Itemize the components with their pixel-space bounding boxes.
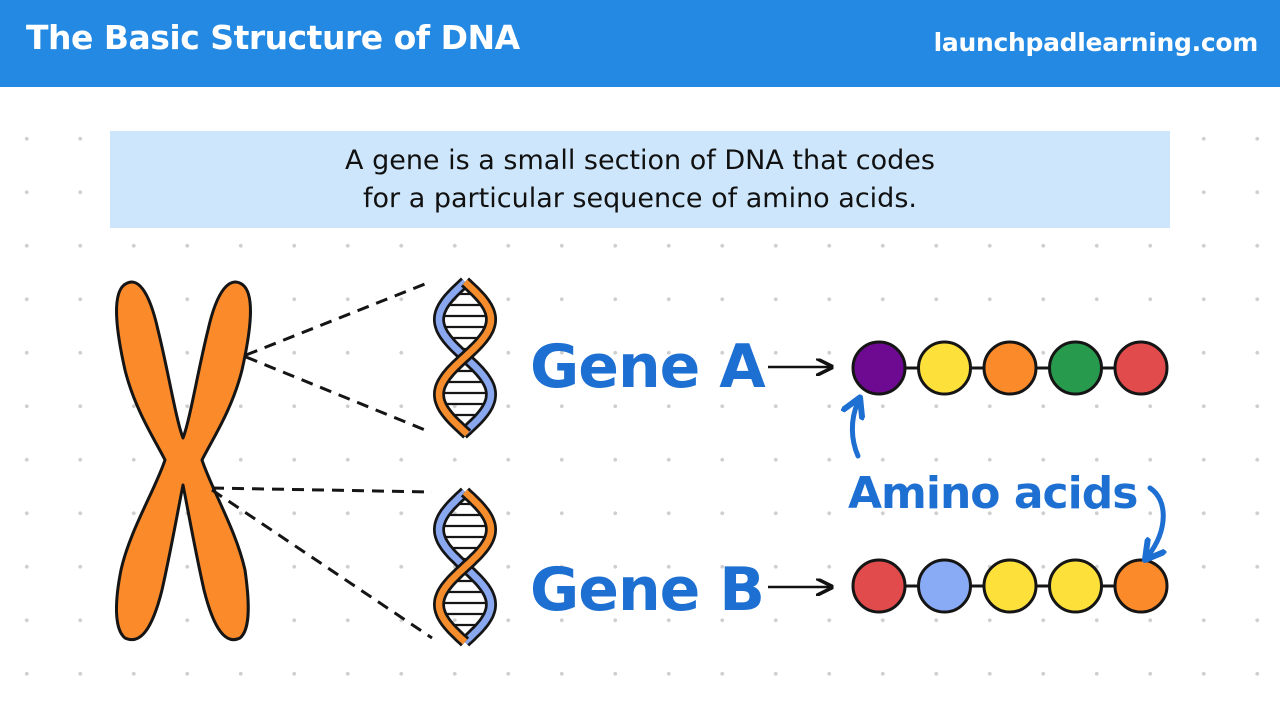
- amino-acid-bead: [1113, 340, 1169, 396]
- connector-line: [245, 280, 431, 357]
- dna-helix-b: [432, 487, 498, 647]
- amino-acids-label: Amino acids: [848, 468, 1137, 519]
- dna-helix-a: [432, 277, 498, 439]
- amino-acid-bead: [1113, 558, 1169, 614]
- page-title: The Basic Structure of DNA: [26, 18, 520, 57]
- curved-arrow-up: [852, 402, 858, 459]
- amino-acid-chain-b: [851, 558, 1169, 614]
- site-url: launchpadlearning.com: [933, 28, 1259, 57]
- caption-box: A gene is a small section of DNA that co…: [110, 131, 1170, 228]
- amino-acid-bead: [982, 340, 1038, 396]
- zoom-connectors: [211, 280, 433, 640]
- curved-arrow-down: [1148, 485, 1163, 556]
- amino-acid-chain-a: [851, 340, 1169, 396]
- connector-line: [211, 486, 433, 494]
- amino-acid-bead: [851, 558, 907, 614]
- header-bar: The Basic Structure of DNA launchpadlear…: [0, 0, 1280, 87]
- gene-b-label: Gene B: [530, 555, 764, 625]
- amino-acid-bead: [917, 340, 972, 396]
- amino-acid-bead: [1048, 558, 1103, 614]
- dna-strand-1: [435, 279, 495, 437]
- caption-line-2: for a particular sequence of amino acids…: [363, 182, 917, 214]
- amino-acid-bead: [982, 558, 1038, 614]
- amino-acid-bead: [851, 340, 907, 396]
- chromosome-body: [114, 280, 252, 642]
- dna-strand-1: [435, 489, 495, 645]
- amino-acid-bead: [917, 558, 972, 614]
- caption-line-1: A gene is a small section of DNA that co…: [345, 144, 935, 176]
- connector-line: [245, 355, 431, 434]
- amino-acid-bead: [1048, 340, 1103, 396]
- chromosome: [114, 280, 252, 642]
- connector-line: [211, 488, 433, 640]
- gene-a-label: Gene A: [530, 332, 766, 402]
